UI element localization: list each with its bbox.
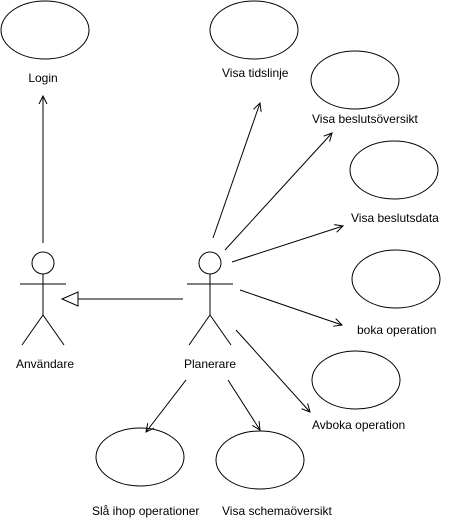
use-case-sla-ihop-operationer-ellipse[interactable] [95,427,185,487]
association-planerare-visa-tidslinje [212,103,260,239]
generalization-planerare-anvandare [60,291,183,307]
use-case-avboka-operation-ellipse[interactable] [311,350,401,410]
actor-anvandare-head [31,251,55,275]
use-case-visa-tidslinje-ellipse[interactable] [209,0,299,60]
association-planerare-boka-operation [239,289,342,325]
label-actor-anvandare: Användare [16,357,74,371]
association-planerare-visa-beslutsdata [231,226,343,263]
label-sla-ihop-operationer: Slå ihop operationer [92,504,199,518]
use-case-visa-beslutsoversikt-ellipse[interactable] [310,50,400,110]
generalization-arrowhead [60,291,79,307]
label-visa-beslutsoversikt: Visa beslutsöversikt [312,112,418,126]
use-case-login-ellipse[interactable] [0,0,90,60]
association-planerare-visa-schemaoversikt [227,379,260,430]
actor-planerare-head [198,251,222,275]
association-planerare-sla-ihop-operationer [146,379,187,432]
label-visa-tidslinje: Visa tidslinje [222,66,289,80]
actor-anvandare[interactable] [20,251,66,346]
label-avboka-operation: Avboka operation [312,418,405,432]
label-actor-planerare: Planerare [184,357,236,371]
label-boka-operation: boka operation [357,323,436,337]
association-planerare-avboka-operation [235,329,310,412]
use-case-visa-beslutsdata-ellipse[interactable] [349,140,439,200]
actor-planerare[interactable] [187,251,233,346]
use-case-boka-operation-ellipse[interactable] [351,249,441,309]
association-planerare-visa-beslutsoversikt [224,133,332,251]
use-case-visa-schemaoversikt-ellipse[interactable] [215,430,305,490]
label-login: Login [28,71,57,85]
label-visa-beslutsdata: Visa beslutsdata [351,211,439,225]
label-visa-schemaoversikt: Visa schemaöversikt [222,504,332,518]
